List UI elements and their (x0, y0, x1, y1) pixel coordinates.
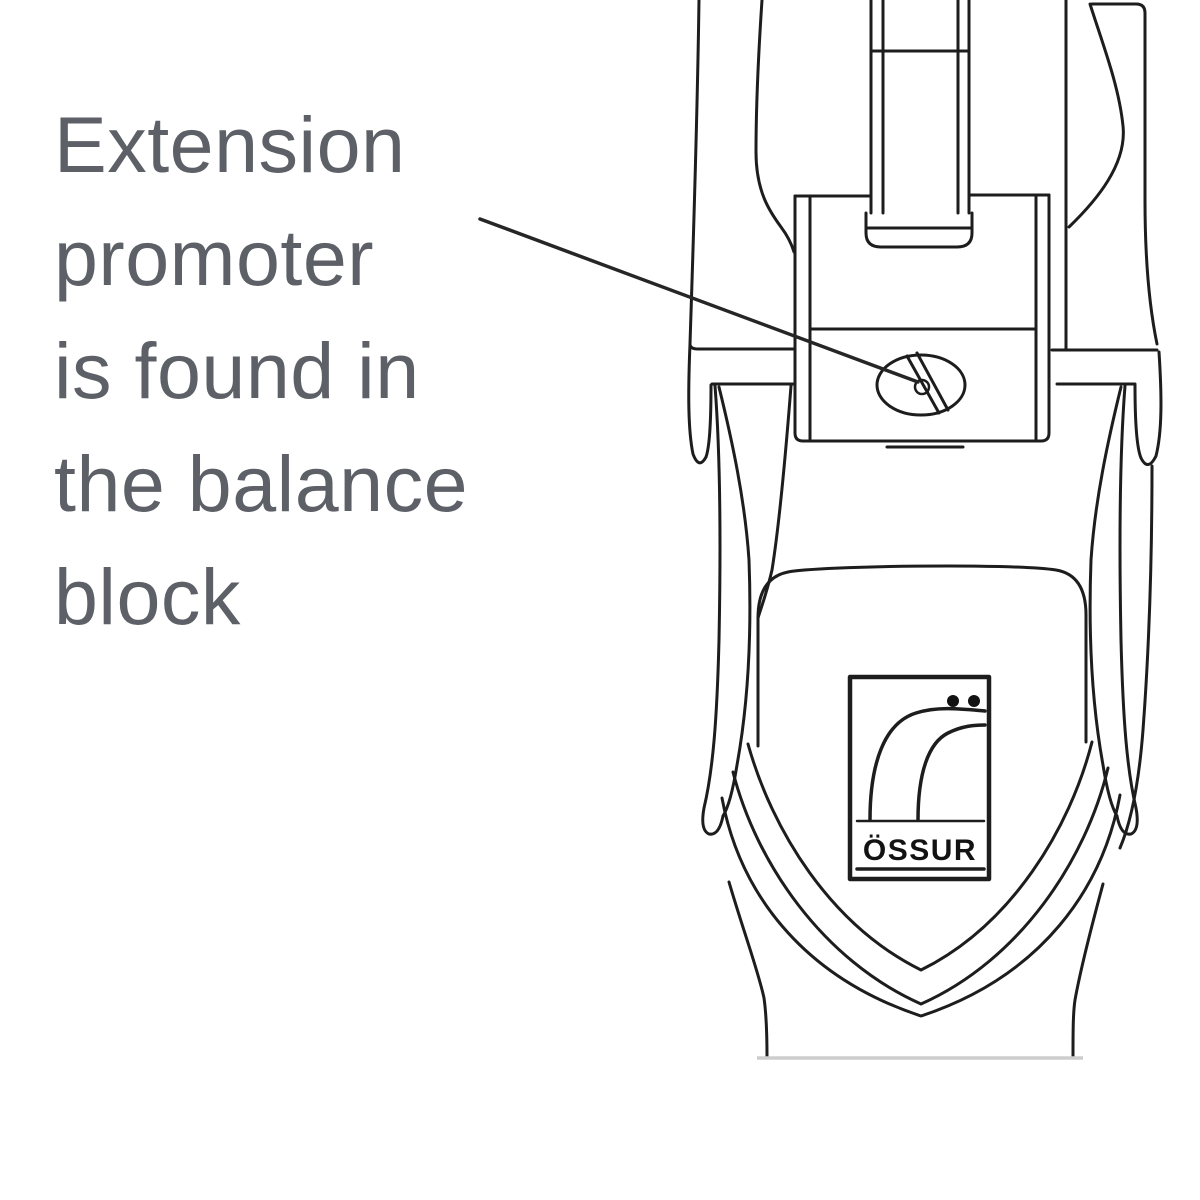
lower-body (701, 384, 1139, 1059)
left-outer-edge (688, 0, 701, 346)
right-fork-arm-outer (1115, 384, 1139, 836)
left-flange-top (688, 342, 797, 351)
chevron-curve-outer (720, 793, 1122, 1018)
right-fork-arm-inner (1088, 385, 1123, 818)
balance-block (793, 193, 1051, 449)
left-fork-arm-inner (717, 385, 752, 818)
leader-line (478, 217, 920, 384)
chevron-curve-middle (731, 766, 1110, 1006)
upper-frame (687, 0, 1163, 850)
rod-end-cap (864, 211, 974, 249)
right-side-tab (1133, 350, 1163, 466)
logo-inner-arc (916, 723, 987, 822)
annotation-text: Extension promoter is found in the balan… (54, 88, 524, 653)
stem-left-edge (727, 880, 769, 1059)
annotation-line: is found in (54, 326, 420, 415)
balance-block-outline (793, 193, 1051, 443)
ossur-logo-text-group: ÖSSUR (863, 834, 977, 867)
left-fork-arm-outer (701, 384, 725, 836)
left-side-tab (687, 342, 713, 465)
left-inner-contour (754, 0, 796, 254)
ossur-logo (847, 674, 992, 882)
logo-outer-arc (868, 706, 987, 822)
ossur-logo-text: ÖSSUR (863, 834, 977, 867)
logo-border (847, 674, 992, 882)
logo-dot-icon (947, 695, 959, 707)
stem-right-edge (1071, 882, 1105, 1059)
logo-dot-icon (968, 695, 980, 707)
prosthetic-knee-outline (687, 0, 1163, 1059)
screw-slot-line (905, 354, 941, 415)
piston-rod (864, 0, 974, 249)
right-crescent-contour (1067, 2, 1125, 229)
screw-center (913, 378, 931, 396)
chevron-curve-inner (746, 740, 1094, 972)
adjustment-screw (875, 351, 967, 417)
screw-head (875, 353, 967, 417)
annotation-line: promoter (54, 213, 375, 302)
right-outer-edge (1090, 2, 1159, 346)
annotation-line: Extension (54, 100, 406, 189)
screw-slot-line (915, 351, 950, 412)
annotation-line: block (54, 552, 241, 641)
shell-top-edge (756, 564, 1088, 620)
right-lower-edge (1118, 464, 1154, 850)
annotation-line: the balance (54, 439, 469, 528)
left-neck-line (756, 384, 793, 620)
